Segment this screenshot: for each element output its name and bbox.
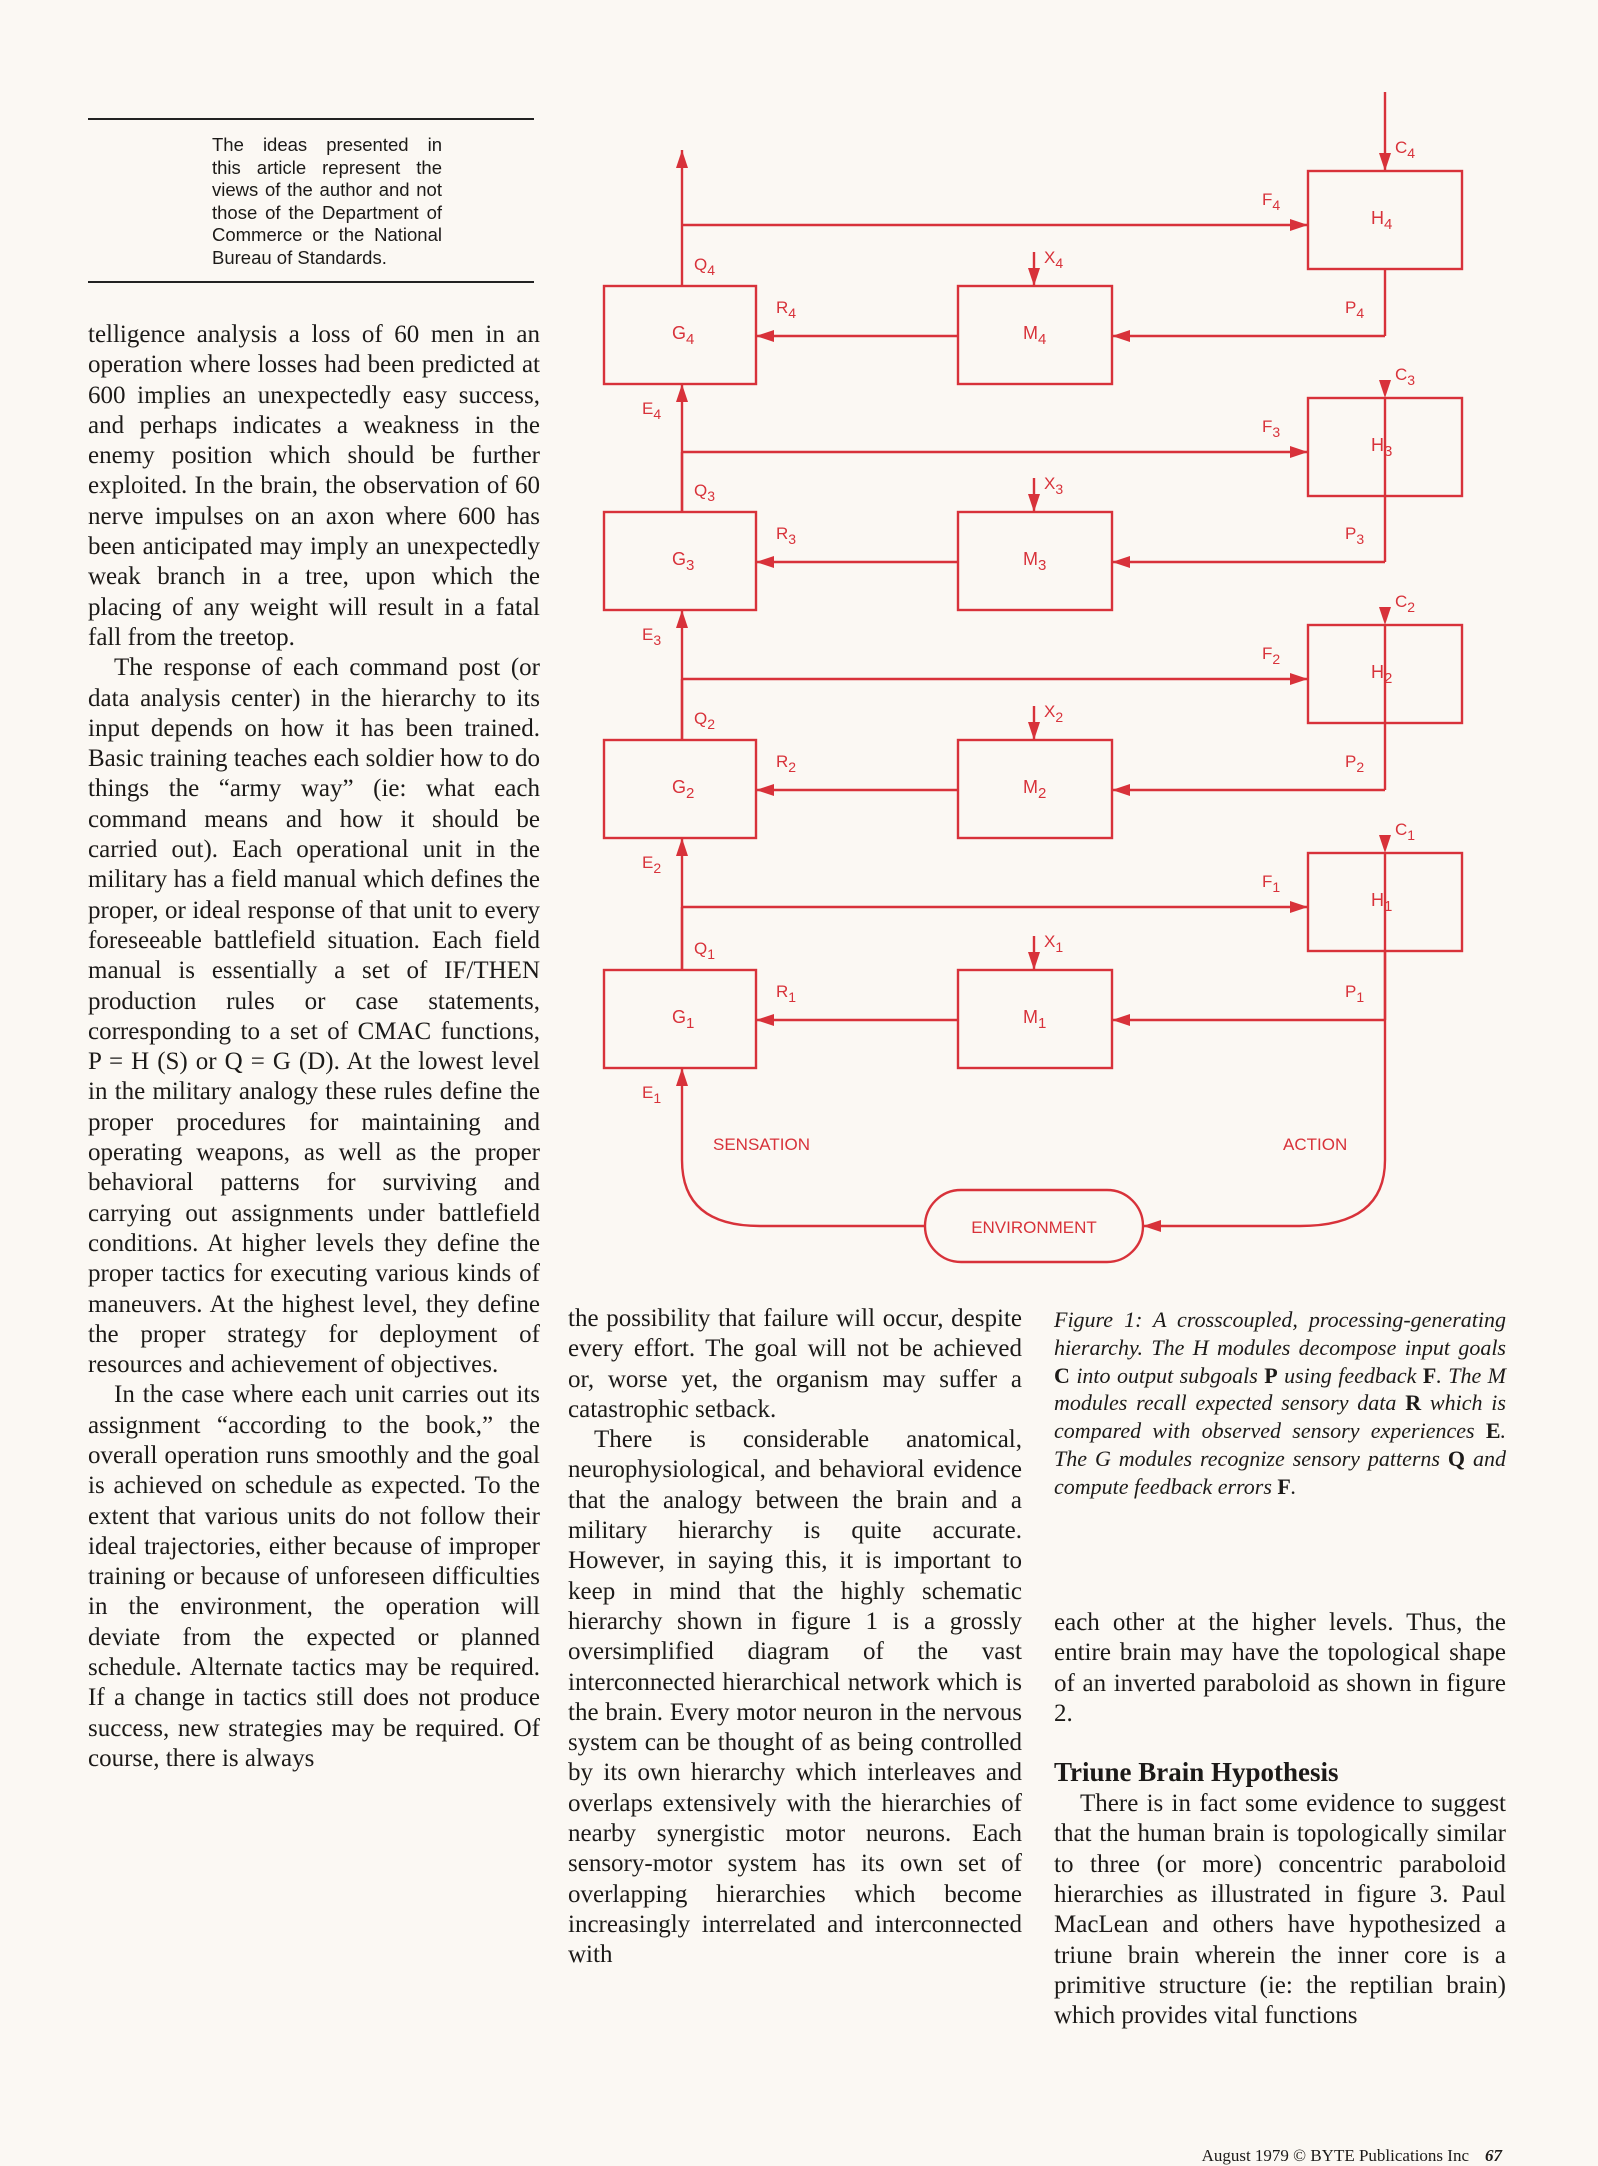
- environment-label: ENVIRONMENT: [971, 1218, 1097, 1237]
- r-arrow: [756, 1014, 774, 1026]
- c-label: C4: [1395, 138, 1415, 161]
- p-arrow: [1112, 556, 1130, 568]
- p-label: P4: [1345, 298, 1364, 321]
- g-module-label: G4: [672, 323, 694, 348]
- g-module-label: G2: [672, 777, 694, 802]
- e-label: E3: [642, 625, 661, 648]
- sensation-label: SENSATION: [713, 1135, 810, 1154]
- r-label: R4: [776, 298, 796, 321]
- c-label: C2: [1395, 592, 1415, 615]
- action-label: ACTION: [1283, 1135, 1347, 1154]
- h-module-label: H1: [1371, 890, 1392, 915]
- paragraph: In the case where each unit carries out …: [88, 1381, 540, 1772]
- x-arrow: [1028, 268, 1040, 286]
- sensation-loop-line: [680, 1110, 930, 1228]
- paragraph: telligence analysis a loss of 60 men in …: [88, 321, 540, 651]
- m-module-label: M2: [1023, 777, 1046, 802]
- column-left: telligence analysis a loss of 60 men in …: [88, 320, 540, 1774]
- p-arrow: [1112, 1014, 1130, 1026]
- q-label: Q3: [694, 481, 715, 504]
- f-arrow: [1290, 673, 1308, 685]
- x-label: X4: [1044, 248, 1063, 271]
- note-line: this article represent the: [212, 156, 442, 178]
- note-line: those of the Department of: [212, 201, 442, 223]
- p-arrow: [1112, 784, 1130, 796]
- r-label: R3: [776, 524, 796, 547]
- x-label: X1: [1044, 932, 1063, 955]
- r-arrow: [756, 330, 774, 342]
- h-module-label: H3: [1371, 435, 1392, 460]
- column-middle: the possibility that failure will occur,…: [568, 1304, 1022, 1971]
- paragraph: the possibility that failure will occur,…: [568, 1305, 1022, 1423]
- disclaimer-note: The ideas presented in this article repr…: [88, 118, 534, 283]
- e-label: E1: [642, 1083, 661, 1106]
- f-label: F1: [1262, 872, 1280, 895]
- e-label: E4: [642, 399, 661, 422]
- e-label: E2: [642, 853, 661, 876]
- paragraph: each other at the higher levels. Thus, t…: [1054, 1609, 1506, 1727]
- x-label: X3: [1044, 474, 1063, 497]
- h-module-label: H4: [1371, 208, 1392, 233]
- section-heading: Triune Brain Hypothesis: [1054, 1757, 1339, 1788]
- g-module-label: G1: [672, 1007, 694, 1032]
- x-arrow: [1028, 952, 1040, 970]
- q-label: Q2: [694, 709, 715, 732]
- action-loop-line: [1143, 951, 1387, 1228]
- p-label: P1: [1345, 982, 1364, 1005]
- note-line: The ideas presented in: [212, 134, 442, 155]
- column-right: each other at the higher levels. Thus, t…: [1054, 1608, 1506, 2032]
- m-module-label: M4: [1023, 323, 1046, 348]
- q-label: Q4: [694, 255, 715, 278]
- note-line: Commerce or the National: [212, 224, 442, 245]
- e-arrow: [676, 610, 688, 628]
- x-arrow: [1028, 722, 1040, 740]
- paragraph: The response of each command post (or da…: [88, 654, 540, 1379]
- m-module-label: M1: [1023, 1007, 1046, 1032]
- arrow-to-environment: [1143, 1220, 1161, 1232]
- e-arrow: [676, 1068, 688, 1086]
- environment-node: [923, 1188, 1145, 1264]
- g-module-label: G3: [672, 549, 694, 574]
- note-line: Bureau of Standards.: [212, 246, 387, 268]
- r-label: R1: [776, 982, 796, 1005]
- h-module-label: H2: [1371, 662, 1392, 687]
- c-label: C1: [1395, 820, 1415, 843]
- c-label: C3: [1395, 365, 1415, 388]
- paragraph: There is in fact some evidence to sugges…: [1054, 1790, 1506, 2030]
- c-arrow: [1379, 835, 1391, 853]
- x-arrow: [1028, 494, 1040, 512]
- c-arrow: [1379, 153, 1391, 171]
- p-arrow: [1112, 330, 1130, 342]
- e-arrow: [676, 838, 688, 856]
- f-arrow: [1290, 446, 1308, 458]
- p-label: P3: [1345, 524, 1364, 547]
- c-arrow: [1379, 607, 1391, 625]
- f-label: F3: [1262, 417, 1280, 440]
- f-label: F2: [1262, 644, 1280, 667]
- x-label: X2: [1044, 702, 1063, 725]
- e-arrow: [676, 384, 688, 402]
- f-arrow: [1290, 219, 1308, 231]
- note-line: views of the author and not: [212, 179, 442, 200]
- q-top-arrow: [676, 150, 688, 168]
- f-arrow: [1290, 901, 1308, 913]
- m-module-label: M3: [1023, 549, 1046, 574]
- r-arrow: [756, 556, 774, 568]
- c-arrow: [1379, 380, 1391, 398]
- q-label: Q1: [694, 939, 715, 962]
- f-label: F4: [1262, 190, 1280, 213]
- figure-caption: Figure 1: A crosscoupled, processing-gen…: [1054, 1307, 1506, 1499]
- r-label: R2: [776, 752, 796, 775]
- r-arrow: [756, 784, 774, 796]
- p-label: P2: [1345, 752, 1364, 775]
- paragraph: There is considerable anatomical, neurop…: [568, 1426, 1022, 1969]
